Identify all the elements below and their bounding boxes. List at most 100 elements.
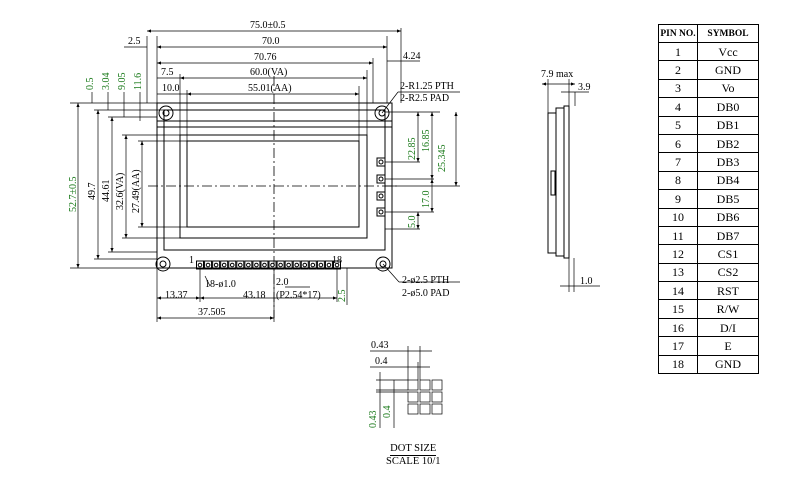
pin-pad — [284, 260, 293, 270]
mount-hole-top-left — [158, 105, 174, 121]
mount-hole-bottom-left — [155, 256, 171, 272]
pin-hole — [310, 262, 316, 268]
pin-first-label: 1 — [189, 255, 194, 266]
dim-right-17-0: 17.0 — [421, 191, 432, 209]
pin-hole — [213, 262, 219, 268]
dimension-lines — [70, 28, 460, 322]
dot-size-h: 0.4 — [375, 356, 388, 367]
dot-size-title: DOT SIZE — [390, 443, 437, 456]
pin-symbol: RST — [697, 281, 759, 301]
pin-symbol: GND — [697, 60, 759, 80]
pin-symbol: D/I — [697, 317, 759, 338]
dim-board-width: 70.0 — [262, 36, 280, 47]
pin-number: 16 — [658, 317, 698, 338]
pin-number: 14 — [658, 281, 698, 301]
pin-number: 11 — [658, 225, 698, 246]
pin-hole — [237, 262, 243, 268]
side-pcb — [563, 105, 570, 259]
pin-number: 17 — [658, 336, 698, 356]
pin-pad — [244, 260, 253, 270]
dim-pin-offset: 13.37 — [165, 290, 188, 301]
pin-number: 2 — [658, 60, 698, 80]
dim-right-22-85: 22.85 — [407, 138, 418, 161]
pin-symbol: CS1 — [697, 244, 759, 264]
pin-symbol: R/W — [697, 299, 759, 319]
side-pcb-thickness: 1.0 — [580, 276, 593, 287]
pin-table-header: PIN NO. SYMBOL — [658, 24, 759, 43]
note-mount-top-2: 2-R2.5 PAD — [400, 93, 449, 104]
pin-last-label: 18 — [332, 255, 342, 266]
pin-hole — [326, 262, 332, 268]
pin-symbol: DB4 — [697, 170, 759, 191]
pin-hole-row — [196, 260, 341, 270]
pin-pad — [268, 260, 277, 270]
pin-pad — [252, 260, 261, 270]
pin-hole — [197, 262, 203, 268]
pin-number: 10 — [658, 207, 698, 227]
pin-symbol: DB3 — [697, 152, 759, 172]
pin-pad — [316, 260, 325, 270]
pin-pad — [212, 260, 221, 270]
pin-number: 13 — [658, 262, 698, 283]
dot-pitch-h: 0.43 — [371, 340, 389, 351]
side-pads — [376, 157, 386, 217]
pin-symbol: DB1 — [697, 115, 759, 135]
note-mount-top-1: 2-R1.25 PTH — [400, 81, 454, 92]
dim-right-16-85: 16.85 — [421, 130, 432, 153]
pin-hole — [246, 262, 251, 268]
pin-number: 5 — [658, 115, 698, 135]
pin-number: 7 — [658, 152, 698, 172]
dot-pitch-v: 0.43 — [368, 411, 379, 429]
pin-number: 12 — [658, 244, 698, 264]
active-area — [186, 140, 360, 228]
mount-hole-top-right — [374, 105, 390, 121]
pin-symbol: DB5 — [697, 189, 759, 209]
side-max-thickness: 7.9 max — [541, 69, 573, 80]
pin-pad — [228, 260, 237, 270]
pin-symbol: GND — [697, 354, 759, 375]
pin-symbol: DB2 — [697, 133, 759, 154]
note-mount-bottom-2: 2-ø5.0 PAD — [402, 288, 449, 299]
pin-pad — [324, 260, 333, 270]
pin-hole — [205, 262, 211, 268]
pin-hole — [262, 262, 267, 268]
bezel-outline — [163, 109, 386, 251]
dim-bottom-2-5: 2.5 — [337, 290, 348, 303]
module-pcb-outline — [156, 102, 393, 269]
dim-va-width: 60.0(VA) — [250, 67, 287, 78]
mount-hole-bottom-right — [375, 256, 391, 272]
pin-symbol: DB6 — [697, 207, 759, 227]
note-mount-bottom-1: 2-ø2.5 PTH — [402, 275, 449, 286]
pin-hole — [318, 262, 324, 268]
pin-pad — [308, 260, 317, 270]
dim-pin-holes: 18-ø1.0 — [205, 279, 236, 290]
dim-height-49-7: 49.7 — [87, 183, 98, 201]
dim-pin-2-0: 2.0 — [276, 277, 289, 288]
module-outline — [156, 102, 393, 269]
pin-number: 9 — [658, 189, 698, 209]
dim-aa-height: 27.49(AA) — [131, 169, 142, 213]
pin-pad — [236, 260, 245, 270]
pin-symbol: DB0 — [697, 97, 759, 117]
pin-hole — [294, 262, 300, 268]
dim-overall-height: 52.7±0.5 — [68, 177, 79, 213]
dim-height-44-61: 44.61 — [101, 180, 112, 203]
dot-size-detail — [370, 346, 443, 428]
dim-overall-width: 75.0±0.5 — [250, 20, 286, 31]
pin-pad — [292, 260, 301, 270]
dimension-labels: 75.0±0.5 70.0 70.76 60.0(VA) 55.01(AA) 2… — [128, 20, 593, 367]
pin-hole — [278, 262, 283, 268]
pin-number: 8 — [658, 170, 698, 191]
side-frame — [555, 107, 565, 257]
dim-right-25-345: 25.345 — [437, 145, 448, 173]
dim-top-11-6: 11.6 — [133, 73, 144, 90]
